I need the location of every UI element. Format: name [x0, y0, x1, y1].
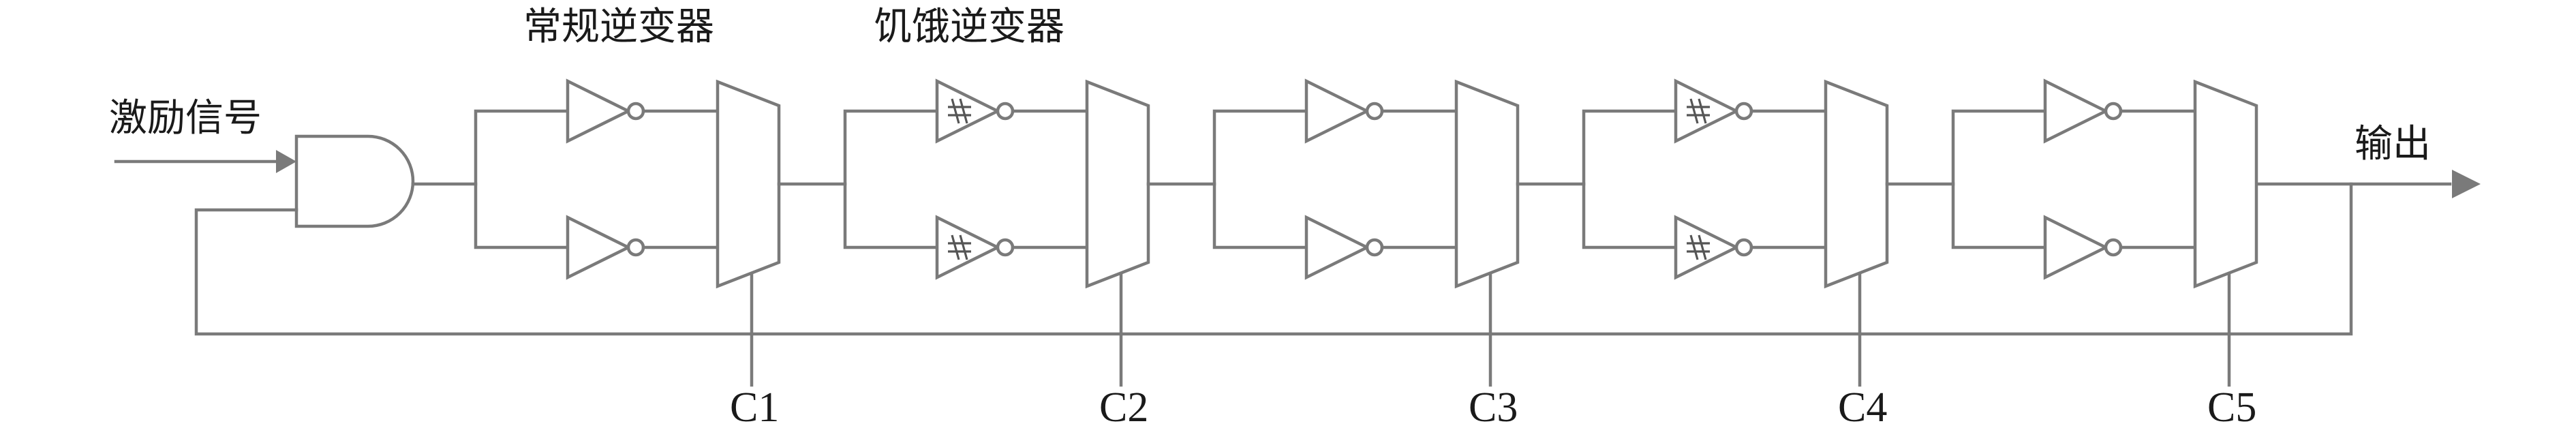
stage-2-mux — [1085, 79, 1150, 289]
stage-3-input-fork — [1212, 109, 1308, 249]
stage-2-control-label: C2 — [1099, 384, 1148, 428]
stage-2-top-inverter — [935, 78, 1002, 144]
stage-5-bottom-bubble — [2104, 238, 2123, 257]
excitation-label: 激励信号 — [109, 96, 262, 140]
stage-1-mux — [716, 79, 781, 289]
stage-4-bottom-inverter — [1674, 215, 1741, 280]
output-arrow-head — [2452, 170, 2481, 198]
stage-5-top-inverter — [2043, 78, 2110, 144]
normal-inverter-label: 常规逆变器 — [523, 5, 714, 49]
stage-5-mux — [2193, 79, 2258, 289]
stage-2-top-starved-mark — [948, 98, 971, 124]
output-label: 输出 — [2355, 122, 2431, 166]
stage-3-bottom-inverter — [1304, 215, 1371, 280]
stage-3-mux — [1454, 79, 1520, 289]
stage-3-top-inverter — [1304, 78, 1371, 144]
stage-5-input-fork — [1951, 109, 2047, 249]
stage-4-bottom-bubble — [1734, 238, 1753, 257]
stage-2-top-bubble — [996, 102, 1015, 121]
stage-1-input-fork — [474, 109, 570, 249]
stage-1-control-label: C1 — [730, 384, 779, 428]
stage-1-bottom-inverter — [566, 215, 632, 280]
feedback-wire — [194, 182, 2353, 336]
stage-2-bottom-inverter — [935, 215, 1002, 280]
stage-4-top-starved-mark — [1687, 98, 1710, 124]
stage-4-control-label: C4 — [1838, 384, 1887, 428]
stage-4-top-inverter — [1674, 78, 1741, 144]
inverter-stages: C1 C2 C3 C4 C5 — [411, 78, 2258, 428]
stage-2-bottom-starved-mark — [948, 234, 971, 260]
stage-3-top-bubble — [1365, 102, 1384, 121]
stage-1-bottom-bubble — [626, 238, 645, 257]
stage-3-control-label: C3 — [1469, 384, 1518, 428]
stage-4-bottom-starved-mark — [1687, 234, 1710, 260]
and-gate — [294, 134, 415, 228]
stage-5-bottom-inverter — [2043, 215, 2110, 280]
stage-5-control-label: C5 — [2207, 384, 2256, 428]
stage-2-bottom-bubble — [996, 238, 1015, 257]
stage-3-bottom-bubble — [1365, 238, 1384, 257]
stage-4-top-bubble — [1734, 102, 1753, 121]
stage-4-input-fork — [1582, 109, 1678, 249]
stage-1-top-inverter — [566, 78, 632, 144]
starved-inverter-label: 饥饿逆变器 — [874, 5, 1064, 49]
stage-2-input-fork — [843, 109, 939, 249]
input-arrow-head — [276, 150, 296, 173]
stage-1-top-bubble — [626, 102, 645, 121]
stage-5-top-bubble — [2104, 102, 2123, 121]
stage-4-mux — [1824, 79, 1889, 289]
